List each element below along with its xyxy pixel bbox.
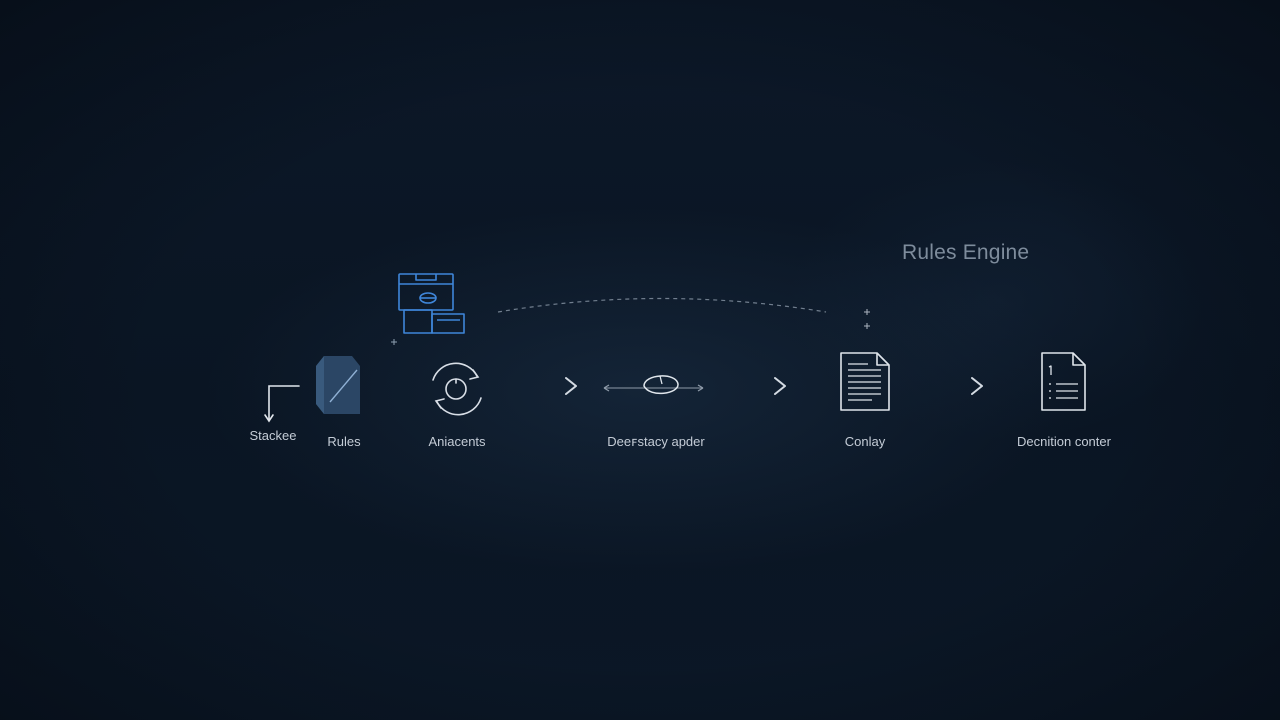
diagram-title: Rules Engine (902, 241, 1030, 264)
cycle-icon (432, 362, 482, 416)
document-list-icon (1041, 352, 1086, 411)
node-label-rules: Rules (327, 434, 361, 449)
flow-arrow (734, 377, 786, 395)
node-label-aniacents: Aniacents (428, 434, 486, 449)
rules-block-icon (316, 356, 360, 414)
node-label-desktop: Deeꜰstacy apder (607, 434, 705, 449)
node-label-conlay: Conlay (844, 434, 886, 449)
dashed-connector-arc (497, 297, 827, 313)
small-marker-icon (391, 339, 397, 345)
flow-arrow (497, 377, 577, 395)
node-label-stackee: Stackee (249, 428, 297, 443)
flow-arrow (931, 377, 983, 395)
sparkle-icon (864, 309, 870, 329)
mouse-icon (603, 375, 704, 395)
stacked-boxes-icon (398, 273, 465, 334)
corner-arrow-icon (264, 385, 300, 423)
node-label-decision: Decnition conter (1017, 434, 1111, 449)
document-icon (840, 352, 890, 411)
